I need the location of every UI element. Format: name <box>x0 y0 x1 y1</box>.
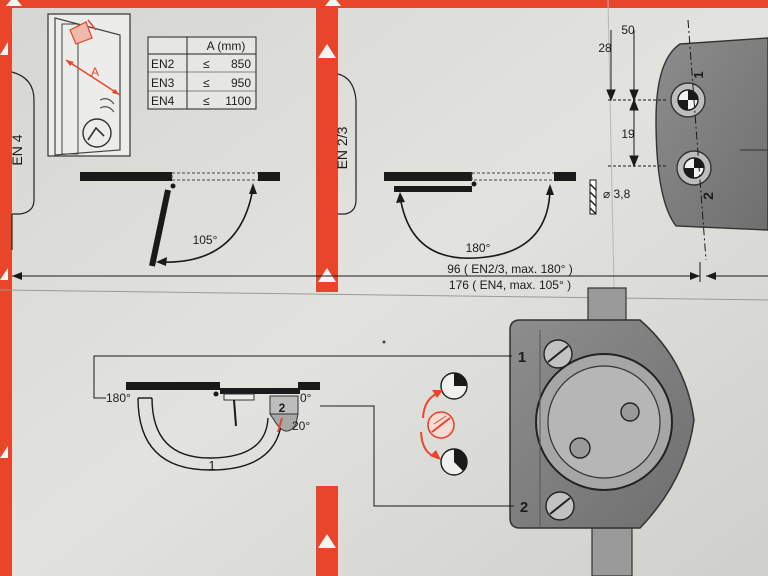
angle-0-label: 0° <box>300 391 312 405</box>
table-row-model: EN2 <box>151 57 175 71</box>
dimension-note-line2: 176 ( EN4, max. 105° ) <box>449 278 571 292</box>
en23-cabinet <box>337 73 357 215</box>
callout-2-label: 2 <box>520 499 528 516</box>
rotation-indicator <box>420 372 468 476</box>
angle-105-label: 105° <box>193 233 218 247</box>
inset-lock-highlight <box>69 21 93 45</box>
inset-rotation-icon <box>82 118 112 148</box>
dim-28-label: 28 <box>598 41 612 55</box>
strip-triangles <box>0 0 341 548</box>
dim-19-label: 19 <box>621 127 635 141</box>
top-pin-2-label: 2 <box>700 192 716 200</box>
angle-20-label: 20° <box>292 419 310 433</box>
dimension-note-line1: 96 ( EN2/3, max. 180° ) <box>447 262 573 276</box>
en23-door-diagram: 180° <box>384 172 576 259</box>
callout-leaders <box>93 355 514 507</box>
dim-50-label: 50 <box>621 23 635 37</box>
table-row-sym: ≤ <box>203 57 210 71</box>
table-header: A (mm) <box>207 39 246 53</box>
en4-label: EN 4 <box>9 134 25 165</box>
table-row-value: 850 <box>231 57 251 71</box>
inset-dim-label: A <box>91 65 99 79</box>
inset-dim-line <box>65 59 121 96</box>
drill-icon <box>589 179 597 215</box>
lock-body-top: 1 2 <box>655 19 768 261</box>
hole-diameter-label: ⌀ 3,8 <box>603 187 631 201</box>
pos-2-label: 2 <box>279 401 286 415</box>
top-dimensions <box>606 30 666 168</box>
en23-label: EN 2/3 <box>334 126 350 169</box>
size-table: A (mm) EN2 ≤ 850 EN3 ≤ 950 EN4 ≤ 1100 <box>147 36 257 110</box>
arc-1-label: 1 <box>208 458 215 473</box>
angle-180-b-label: 180° <box>106 391 131 405</box>
en4-door-diagram: 105° <box>80 172 280 267</box>
table-row-value: 950 <box>231 76 251 90</box>
top-pin-1-label: 1 <box>691 71 706 78</box>
callout-1-label: 1 <box>518 349 526 366</box>
lock-body-bottom <box>509 287 695 576</box>
table-row-sym: ≤ <box>203 94 210 108</box>
inset-door-sketch: A <box>47 13 131 157</box>
door-width-dimension: 96 ( EN2/3, max. 180° ) 176 ( EN4, max. … <box>12 262 768 292</box>
angle-180-label: 180° <box>466 241 491 255</box>
table-row-model: EN4 <box>151 94 175 108</box>
table-row-value: 1100 <box>225 94 251 108</box>
swing-diagram: 180° 0° 20° 2 1 <box>106 382 320 473</box>
table-row-sym: ≤ <box>203 76 210 90</box>
table-row-model: EN3 <box>151 76 175 90</box>
en4-cabinet <box>11 71 35 250</box>
